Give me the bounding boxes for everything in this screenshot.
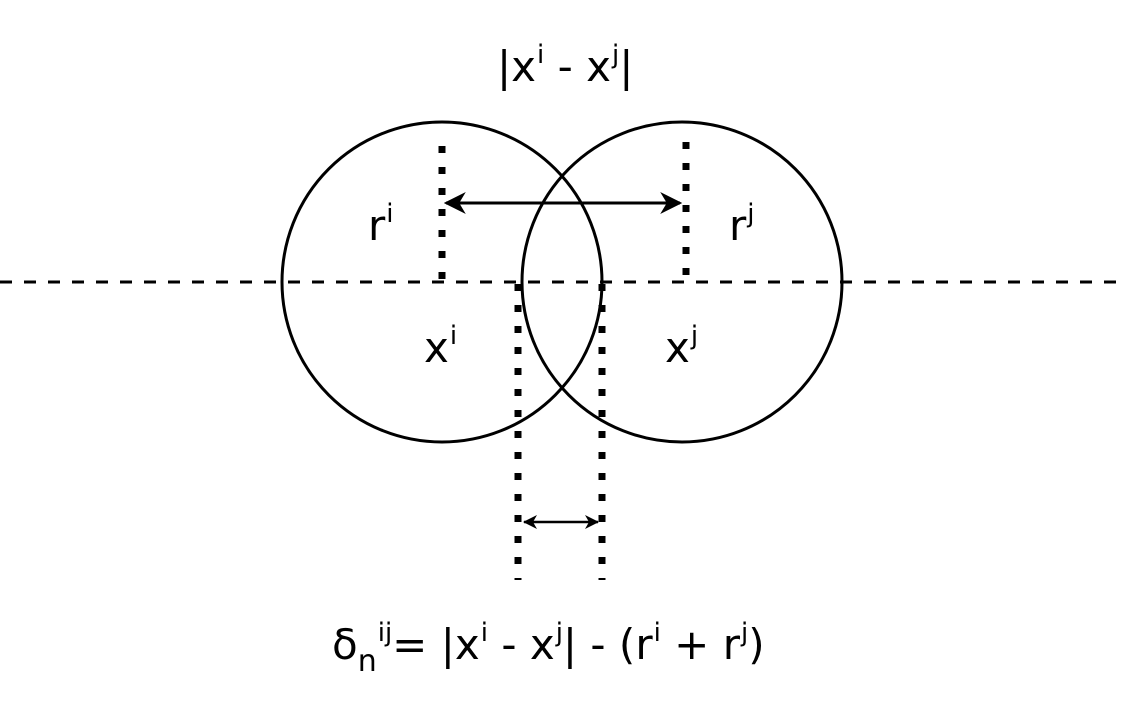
formula-sup-i1: i <box>480 618 488 648</box>
center-distance-sup-i: i <box>537 40 545 70</box>
center-label-j-sup: j <box>690 321 699 351</box>
formula-sup-j1: j <box>555 618 563 648</box>
radius-label-j: rj <box>729 201 755 247</box>
formula-part5: ) <box>748 620 765 669</box>
center-label-j: xj <box>665 323 698 369</box>
center-label-j-base: x <box>665 323 690 372</box>
center-label-i-sup: i <box>449 321 458 351</box>
radius-label-j-base: r <box>729 201 747 250</box>
formula-part1: = |x <box>392 620 480 669</box>
center-distance-open: |x <box>497 42 537 91</box>
center-distance-minus: - x <box>544 42 611 91</box>
formula-part4: + r <box>660 620 740 669</box>
radius-label-i-sup: i <box>386 199 394 229</box>
formula-delta: δ <box>332 620 358 669</box>
formula-part3: | - (r <box>562 620 653 669</box>
center-distance-close: | <box>619 42 634 91</box>
overlap-formula: δnij= |xi - xj| - (ri + rj) <box>332 620 765 677</box>
radius-label-i-base: r <box>368 201 386 250</box>
radius-label-j-sup: j <box>747 199 755 229</box>
circle-j <box>520 120 844 444</box>
center-label-i-base: x <box>424 323 449 372</box>
center-distance-label: |xi - xj| <box>497 42 633 88</box>
radius-label-i: ri <box>368 201 394 247</box>
center-distance-sup-j: j <box>611 40 620 70</box>
formula-sub-n: n <box>357 644 377 679</box>
center-label-i: xi <box>424 323 457 369</box>
circle-i <box>280 120 604 444</box>
formula-sup-j2: j <box>741 618 749 648</box>
formula-part2: - x <box>487 620 555 669</box>
formula-sup-i2: i <box>653 618 661 648</box>
formula-sup-ij: ij <box>377 618 393 648</box>
